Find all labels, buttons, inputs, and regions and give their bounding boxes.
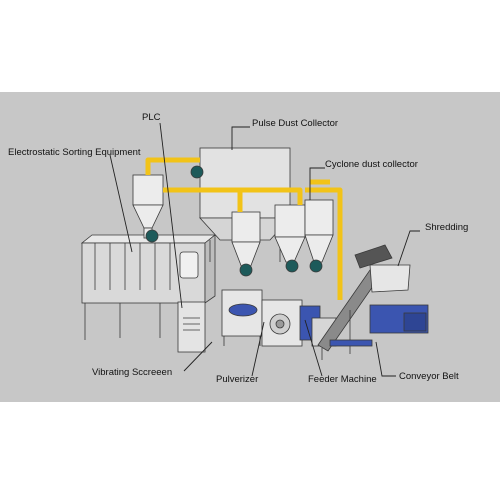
pulverizer	[261, 299, 303, 347]
air-duct-pipes	[145, 157, 343, 300]
label-feeder-machine: Feeder Machine	[308, 374, 377, 385]
vibrating-screen	[221, 289, 263, 346]
cyclone-collector-2	[274, 204, 306, 273]
label-vibrating-screen: Vibrating Sccreeen	[92, 367, 172, 378]
plc-cabinet	[177, 301, 206, 353]
sorting-feed-cyclone	[132, 174, 164, 243]
cyclone-collector-3	[304, 199, 334, 273]
shredding-machine	[354, 244, 429, 334]
cyclone-collector-1	[231, 211, 261, 277]
pulse-dust-collector	[190, 147, 291, 262]
label-plc: PLC	[142, 112, 161, 123]
label-conveyor-belt: Conveyor Belt	[399, 371, 459, 382]
label-electrostatic-sorting-equipment: Electrostatic Sorting Equipment	[8, 147, 141, 158]
label-shredding: Shredding	[425, 222, 468, 233]
label-pulse-dust-collector: Pulse Dust Collector	[252, 118, 338, 129]
label-pulverizer: Pulverizer	[216, 374, 258, 385]
label-cyclone-dust-collector: Cyclone dust collector	[325, 159, 418, 170]
leader-lines	[109, 122, 420, 377]
